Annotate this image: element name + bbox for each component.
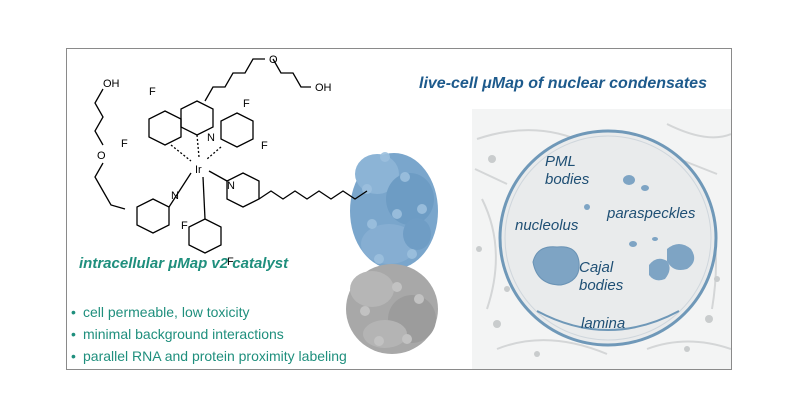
pml-body bbox=[623, 175, 635, 185]
svg-text:F: F bbox=[181, 220, 188, 232]
svg-text:F: F bbox=[121, 138, 128, 150]
svg-text:OH: OH bbox=[315, 82, 332, 94]
protein-gray bbox=[346, 264, 438, 354]
svg-text:F: F bbox=[261, 140, 268, 152]
svg-text:F: F bbox=[149, 86, 156, 98]
cajal-body bbox=[649, 258, 670, 281]
figure-frame: OH O OH O F F F F F F N N N Ir live-cell… bbox=[66, 48, 732, 370]
figure-artwork: OH O OH O F F F F F F N N N Ir bbox=[94, 54, 731, 369]
svg-text:O: O bbox=[97, 150, 106, 162]
svg-text:N: N bbox=[207, 132, 215, 144]
speckle-large bbox=[667, 244, 695, 270]
svg-text:F: F bbox=[243, 98, 250, 110]
feature-item: •parallel RNA and protein proximity labe… bbox=[71, 345, 347, 367]
svg-text:N: N bbox=[227, 180, 235, 192]
bullet-dot-icon: • bbox=[71, 326, 76, 342]
bullet-dot-icon: • bbox=[71, 348, 76, 364]
nucleolus-body bbox=[532, 246, 580, 286]
label-nucleolus: nucleolus bbox=[515, 217, 579, 234]
label-cajal-bodies: bodies bbox=[579, 277, 624, 294]
nucleus bbox=[498, 129, 718, 347]
bullet-dot-icon: • bbox=[71, 304, 76, 320]
feature-list: •cell permeable, low toxicity •minimal b… bbox=[71, 301, 347, 367]
svg-text:N: N bbox=[171, 190, 179, 202]
protein-blue bbox=[350, 152, 438, 269]
structure-atom-labels: OH O OH O F F F F F F N N N Ir bbox=[97, 54, 332, 268]
feature-item: •minimal background interactions bbox=[71, 323, 347, 345]
catalyst-subtitle: intracellular μMap v2 catalyst bbox=[79, 255, 289, 272]
label-lamina: lamina bbox=[581, 315, 626, 332]
feature-item: •cell permeable, low toxicity bbox=[71, 301, 347, 323]
svg-text:F: F bbox=[227, 256, 234, 268]
cell-illustration bbox=[472, 109, 731, 369]
iridium-complex-structure bbox=[94, 58, 368, 254]
label-paraspeckles: paraspeckles bbox=[607, 205, 696, 222]
svg-text:Ir: Ir bbox=[195, 164, 202, 176]
figure-headline: live-cell μMap of nuclear condensates bbox=[419, 75, 707, 92]
label-pml-bodies: bodies bbox=[545, 171, 590, 188]
svg-text:OH: OH bbox=[103, 78, 120, 90]
svg-text:O: O bbox=[269, 54, 278, 66]
label-pml: PML bbox=[545, 153, 576, 170]
label-cajal: Cajal bbox=[579, 259, 614, 276]
